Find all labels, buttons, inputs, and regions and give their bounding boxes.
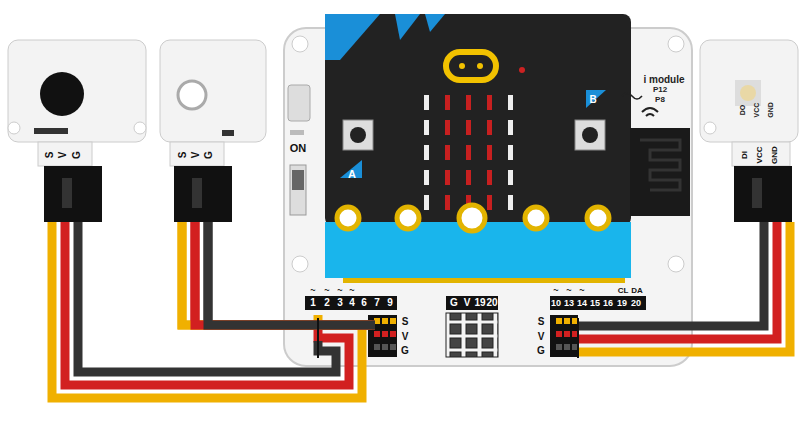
pin-label: VCC [756, 147, 764, 164]
pin-label: 20 [631, 299, 641, 308]
pin-label: ~ [566, 286, 571, 295]
pin-label: ~ [579, 286, 584, 295]
pin-label: V [464, 298, 471, 308]
pin-label: S [45, 152, 55, 159]
pin-label: 7 [374, 298, 380, 308]
pin-label: 4 [349, 298, 355, 308]
pin-label: 15 [590, 299, 600, 308]
light-module [160, 40, 266, 222]
pin-label: ~ [349, 286, 354, 295]
pin-label: DI [741, 151, 749, 159]
microbit [325, 14, 631, 226]
pin-label: A [348, 169, 356, 180]
pin-label: ~ [553, 286, 558, 295]
pin-label: V [538, 332, 545, 342]
pin-label: S [538, 317, 545, 327]
pin-label: 19 [474, 298, 485, 308]
pin-label: 19 [617, 299, 627, 308]
cable-strand [195, 222, 372, 325]
pin-label: 10 [551, 299, 561, 308]
cable-strand [208, 222, 375, 325]
pin-label: GND [771, 146, 779, 164]
pin-label: 9 [387, 298, 393, 308]
pin-label: 20 [486, 298, 497, 308]
cable-strand [578, 222, 777, 339]
pin-label: 2 [324, 298, 330, 308]
pin-label: VCC [753, 103, 760, 118]
pin-label: GND [767, 102, 774, 118]
pin-label: B [589, 95, 596, 105]
pin-label: ~ [337, 286, 342, 295]
pin-label: P12 [653, 86, 667, 94]
pin-label: G [401, 346, 409, 356]
pin-label: ~ [324, 286, 329, 295]
pin-label: DA [631, 287, 643, 295]
pin-label: S [178, 152, 188, 159]
pin-label: i module [643, 75, 684, 85]
pin-label: 13 [564, 299, 574, 308]
pin-label: G [204, 151, 214, 159]
pin-label: DO [739, 105, 746, 116]
rgb-module [700, 40, 798, 222]
cable-strand [578, 222, 790, 352]
pin-label: S [402, 317, 409, 327]
pin-label: 3 [337, 298, 343, 308]
pin-label: G [72, 151, 82, 159]
pin-label: G [450, 298, 458, 308]
pin-label: 14 [577, 299, 587, 308]
sound-module [8, 40, 146, 222]
cable-strand [195, 222, 375, 325]
cable-strand [578, 222, 764, 326]
cable-strand [182, 222, 375, 325]
pin-label: CL [618, 287, 629, 295]
cable-strand [208, 222, 372, 325]
pin-label: P8 [655, 96, 665, 104]
pin-label: V [58, 152, 68, 159]
pin-label: V [191, 152, 201, 159]
cable-strand [182, 222, 372, 325]
pin-label: V [402, 332, 409, 342]
pin-label: 16 [603, 299, 613, 308]
pin-label: 6 [361, 298, 367, 308]
pin-label: G [537, 346, 545, 356]
pin-label: 1 [310, 298, 316, 308]
pin-label: ~ [310, 286, 315, 295]
pin-label: ON [290, 143, 307, 154]
